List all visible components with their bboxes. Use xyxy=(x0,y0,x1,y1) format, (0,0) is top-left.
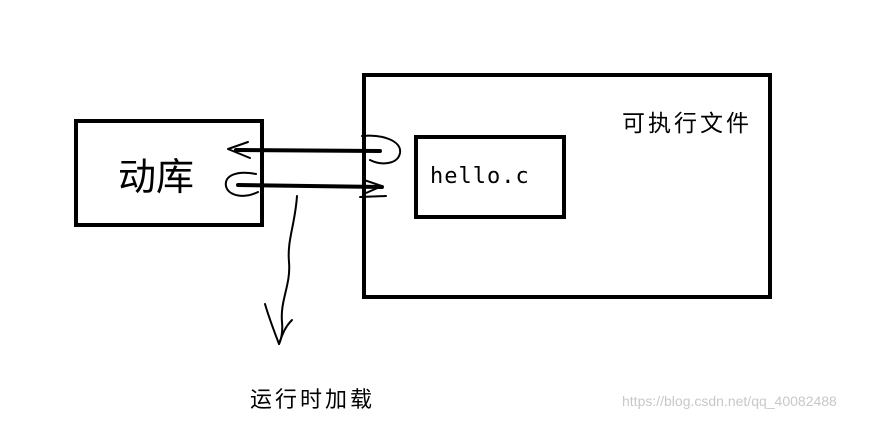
call-arrow-lower-head xyxy=(363,179,383,194)
call-arrow-upper xyxy=(234,148,382,153)
call-arrow-upper-hook xyxy=(361,134,402,165)
source-file-label: hello.c xyxy=(430,164,530,189)
executable-file-label: 可执行文件 xyxy=(622,111,752,137)
source-file-box xyxy=(414,135,566,219)
dynamic-library-box xyxy=(74,119,264,227)
call-arrow-lower-tail xyxy=(359,195,387,198)
runtime-pointer-line xyxy=(278,195,298,345)
runtime-loading-label: 运行时加载 xyxy=(250,388,376,413)
call-arrow-lower-hook xyxy=(224,171,259,197)
dynamic-library-label: 动库 xyxy=(118,155,195,199)
runtime-pointer-head xyxy=(264,303,293,345)
call-arrow-lower xyxy=(236,183,384,189)
watermark: https://blog.csdn.net/qq_40082488 xyxy=(622,393,837,409)
call-arrow-upper-head xyxy=(227,141,251,159)
